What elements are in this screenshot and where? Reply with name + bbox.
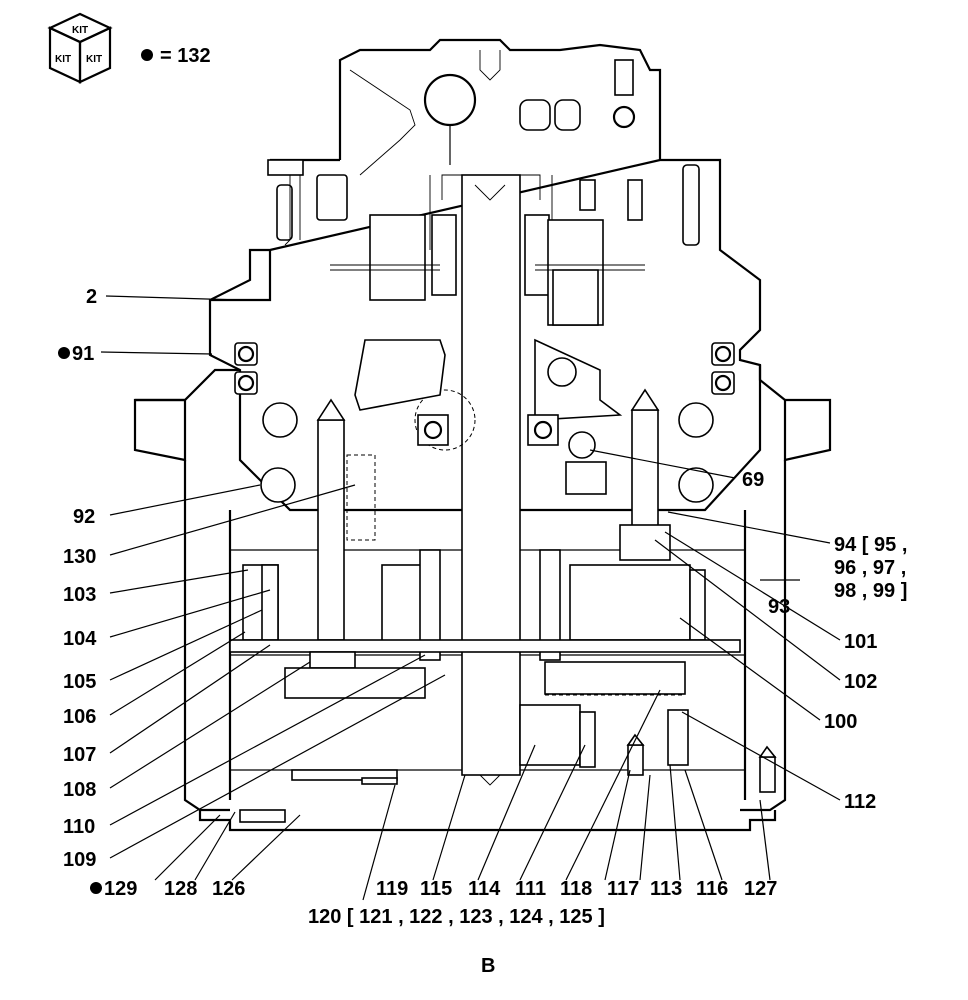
label-109: 109 <box>63 849 96 871</box>
label-110: 110 <box>63 816 95 838</box>
label-115: 115 <box>420 878 452 900</box>
cylinder-block <box>267 159 700 421</box>
label-127: 127 <box>744 878 777 900</box>
label-129: 129 <box>104 878 137 900</box>
label-120: 120 [ 121 , 122 , 123 , 124 , 125 ] <box>308 906 605 928</box>
label-106: 106 <box>63 706 96 728</box>
label-103: 103 <box>63 584 96 606</box>
kit-bullet-icon <box>141 49 153 61</box>
label-116: 116 <box>696 878 728 900</box>
label-94-line3: 98 , 99 ] <box>834 580 907 602</box>
label-104: 104 <box>63 628 97 650</box>
label-101: 101 <box>844 631 877 653</box>
label-107: 107 <box>63 744 96 766</box>
label-126: 126 <box>212 878 245 900</box>
label-93: 93 <box>768 596 790 618</box>
label-92: 92 <box>73 506 95 528</box>
label-128: 128 <box>164 878 197 900</box>
label-94-line2: 96 , 97 , <box>834 557 906 579</box>
label-112: 112 <box>844 791 876 813</box>
central-shaft <box>414 174 553 786</box>
label-2: 2 <box>86 286 97 308</box>
label-118: 118 <box>560 878 592 900</box>
label-108: 108 <box>63 779 96 801</box>
planetary-gears <box>229 388 777 823</box>
kit-legend-text: = 132 <box>160 45 211 67</box>
kit-cube-icon: KIT KIT KIT <box>47 12 113 84</box>
kit-face-right: KIT <box>86 54 102 65</box>
bearings <box>234 342 735 503</box>
kit-bullet-129-icon <box>90 882 102 894</box>
label-111: 111 <box>515 878 546 900</box>
part-labels: 2 91 92 130 103 104 105 106 107 108 110 … <box>58 286 907 977</box>
label-102: 102 <box>844 671 877 693</box>
label-113: 113 <box>650 878 682 900</box>
label-100: 100 <box>824 711 857 733</box>
kit-legend: KIT KIT KIT = 132 <box>47 12 211 84</box>
label-119: 119 <box>376 878 408 900</box>
kit-bullet-91-icon <box>58 347 70 359</box>
housing <box>133 38 832 832</box>
label-130: 130 <box>63 546 96 568</box>
label-117: 117 <box>607 878 639 900</box>
label-105: 105 <box>63 671 96 693</box>
label-114: 114 <box>468 878 501 900</box>
label-91: 91 <box>72 343 94 365</box>
kit-face-top: KIT <box>72 25 88 36</box>
kit-face-left: KIT <box>55 54 71 65</box>
leader-lines <box>100 295 841 901</box>
label-94: 94 [ 95 , <box>834 534 907 556</box>
view-label: B <box>481 955 495 977</box>
label-69: 69 <box>742 469 764 491</box>
